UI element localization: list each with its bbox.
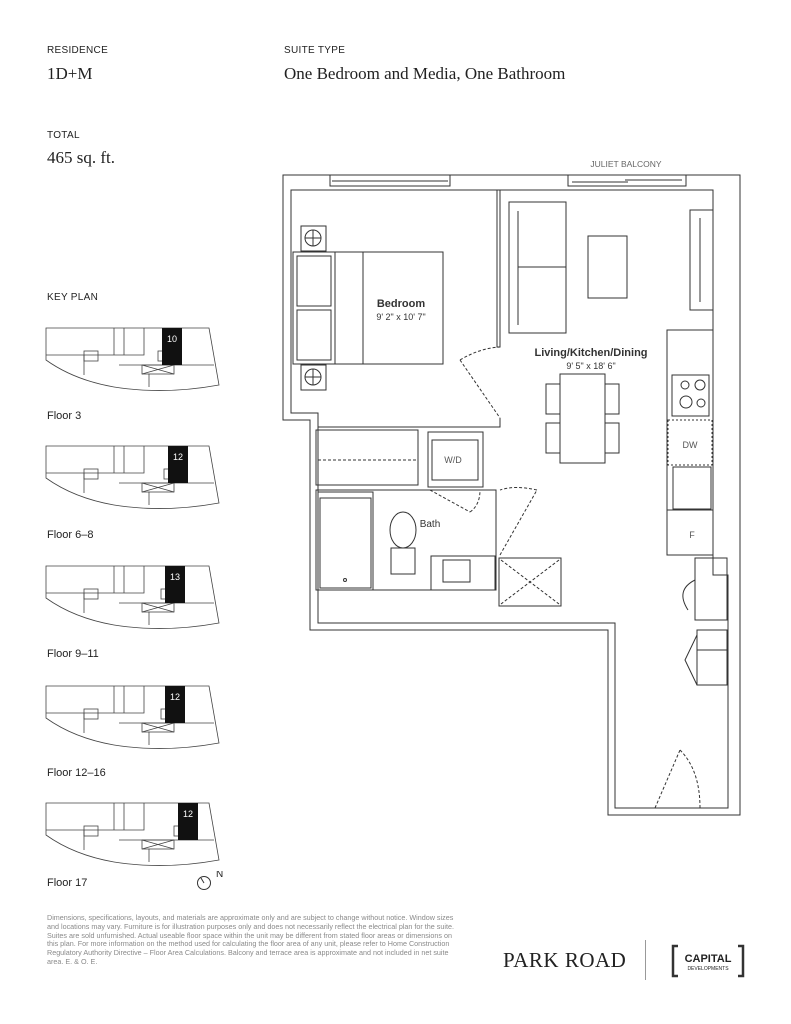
washer-dryer-label: W/D — [444, 455, 462, 465]
key-plan-diagram: 12 — [45, 445, 220, 509]
floor-label: Floor 12–16 — [47, 767, 106, 779]
suite-type-value: One Bedroom and Media, One Bathroom — [284, 64, 566, 83]
logo-developments-text: DEVELOPMENTS — [687, 966, 729, 972]
unit-number: 10 — [167, 334, 177, 344]
capital-developments-logo: CAPITAL DEVELOPMENTS — [671, 944, 745, 978]
key-plan-diagram: 10 — [45, 327, 220, 391]
living-label: Living/Kitchen/Dining — [534, 347, 647, 359]
exterior-wall — [282, 174, 741, 816]
north-arrow: N — [197, 871, 223, 890]
juliet-balcony-label: JULIET BALCONY — [590, 159, 662, 169]
bedroom-dimensions: 9' 2" x 10' 7" — [376, 312, 425, 322]
park-road-logo: PARK ROAD — [503, 948, 627, 972]
tv-unit — [689, 209, 714, 311]
bathroom — [315, 489, 497, 591]
disclaimer: Dimensions, specifications, layouts, and… — [47, 913, 454, 966]
total-value: 465 sq. ft. — [47, 148, 115, 167]
residence-value: 1D+M — [47, 64, 93, 83]
bedroom-door — [459, 346, 501, 419]
storage — [498, 557, 562, 607]
key-plan-diagram: 13 — [45, 565, 220, 629]
living-dimensions: 9' 5" x 18' 6" — [566, 361, 615, 371]
bed — [292, 225, 444, 391]
total-label: TOTAL — [47, 130, 80, 141]
coffee-table — [587, 235, 628, 299]
unit-number: 12 — [170, 692, 180, 702]
closet — [315, 429, 419, 486]
kitchen-counter — [666, 329, 714, 556]
logo-capital-text: CAPITAL — [685, 953, 732, 965]
bedroom-window — [329, 174, 451, 187]
balcony-door — [567, 174, 687, 187]
compass-icon — [197, 876, 211, 890]
unit-number: 12 — [183, 809, 193, 819]
floor-label: Floor 3 — [47, 410, 82, 422]
entry-cabinet — [684, 629, 728, 686]
bedroom-label: Bedroom — [377, 298, 426, 310]
logo-divider — [645, 940, 646, 980]
unit-number: 13 — [170, 572, 180, 582]
bath-label: Bath — [420, 519, 441, 530]
north-label: N — [216, 871, 223, 880]
bedroom-partition — [496, 190, 501, 348]
desk — [682, 557, 728, 621]
floor-label: Floor 17 — [47, 877, 88, 889]
bathroom-door — [499, 487, 538, 556]
sofa — [508, 201, 567, 334]
unit-number: 12 — [173, 452, 183, 462]
north-needle — [200, 877, 205, 884]
entry-door — [654, 749, 701, 809]
bedroom-bottom-wall — [318, 418, 501, 428]
residence-label: RESIDENCE — [47, 45, 109, 56]
dining-table — [545, 373, 620, 464]
key-plan-title: KEY PLAN — [47, 292, 99, 303]
key-plan-diagram: 12 — [45, 802, 220, 866]
floor-label: Floor 6–8 — [47, 529, 94, 541]
key-plan-diagram: 12 — [45, 685, 220, 749]
floor-label: Floor 9–11 — [47, 648, 99, 660]
fridge-label: F — [689, 530, 695, 540]
suite-type-label: SUITE TYPE — [284, 45, 346, 56]
dishwasher-label: DW — [683, 440, 698, 450]
washer-dryer — [427, 431, 484, 488]
